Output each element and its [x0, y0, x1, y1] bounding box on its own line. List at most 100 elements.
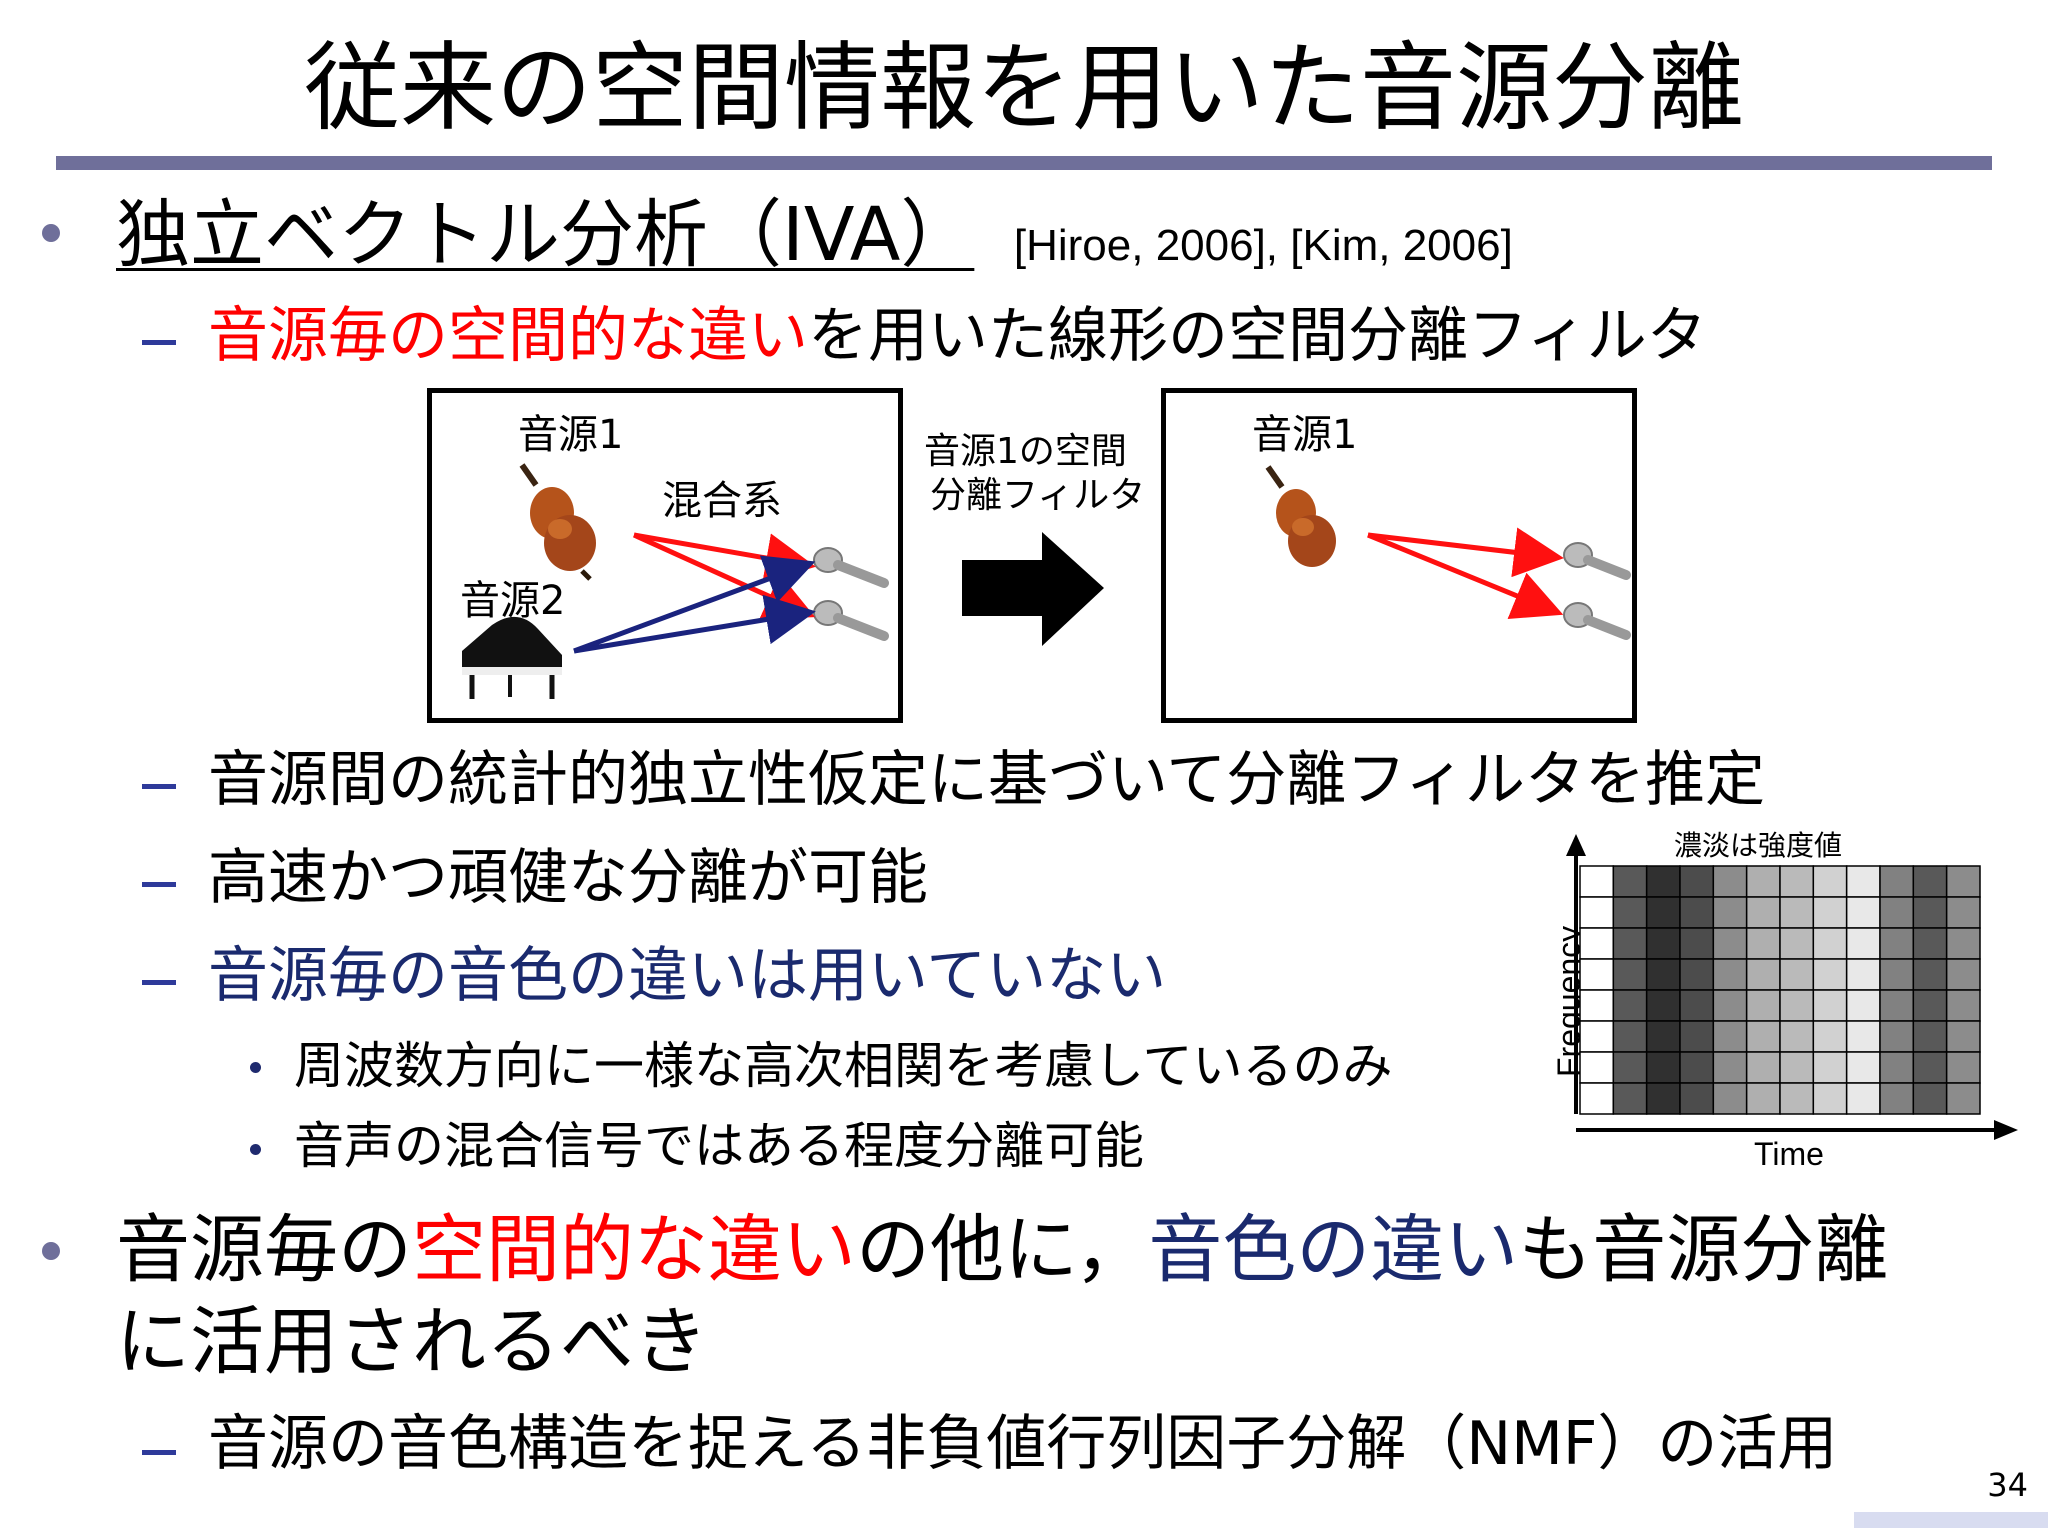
spectrogram-cell: [1679, 1051, 1715, 1084]
spectrogram-cell: [1679, 865, 1715, 898]
filter-label-line2: 分離フィルタ: [930, 475, 1146, 516]
spectrogram-cell: [1812, 958, 1848, 991]
spectrogram-cell: [1879, 958, 1915, 991]
spectrogram-cell: [1579, 1082, 1615, 1115]
spectrogram-cell: [1712, 927, 1748, 960]
spectrogram-cell: [1845, 1082, 1881, 1115]
right-arrow-icon: [962, 532, 1104, 646]
spectrogram-cell: [1612, 958, 1648, 991]
spatial-difference-red: 音源毎の空間的な違い: [208, 301, 808, 371]
spectrogram-cell: [1845, 989, 1881, 1022]
separated-panel: 音源1: [1161, 388, 1637, 723]
spectrogram-cell: [1912, 927, 1948, 960]
spectrogram-cell: [1879, 1051, 1915, 1084]
spectrogram-cell: [1712, 958, 1748, 991]
page-footer-bar: [1854, 1512, 2048, 1528]
spectrogram-cell: [1579, 896, 1615, 929]
source1-label: 音源1: [518, 412, 624, 458]
spectrogram-cell: [1579, 989, 1615, 1022]
time-axis-label: Time: [1754, 1136, 1824, 1172]
spectrogram-cell: [1879, 927, 1915, 960]
spectrogram-title: 濃淡は強度値: [1674, 829, 1843, 862]
microphone-icon: [1563, 542, 1631, 580]
spectrogram-cell: [1745, 989, 1781, 1022]
spectrogram-cell: [1779, 958, 1815, 991]
spectrogram-cell: [1612, 1082, 1648, 1115]
spectrogram-cell: [1845, 1020, 1881, 1053]
spectrogram-cell: [1612, 927, 1648, 960]
spectrogram-cell: [1879, 865, 1915, 898]
spectrogram-cell: [1712, 1020, 1748, 1053]
sub2: 音源間の統計的独立性仮定に基づいて分離フィルタを推定: [208, 745, 1765, 815]
violin-icon: [519, 463, 596, 581]
small-bullet-dot: [250, 1144, 261, 1155]
spectrogram-cell: [1679, 927, 1715, 960]
spectrogram-cell: [1812, 989, 1848, 1022]
bullet2-p3: の他に，: [856, 1207, 1149, 1293]
sub4-navy: 音源毎の音色の違いは用いていない: [208, 941, 1167, 1011]
spectrogram-cell: [1745, 1020, 1781, 1053]
bullet2-line1: 音源毎の空間的な違いの他に，音色の違いも音源分離: [116, 1206, 1888, 1294]
page-number: 34: [1987, 1466, 2028, 1504]
subsub2: 音声の混合信号ではある程度分離可能: [294, 1117, 1144, 1175]
spectrogram-cell: [1745, 1082, 1781, 1115]
red-arrow: [633, 532, 816, 583]
mixing-label: 混合系: [662, 478, 782, 524]
spectrogram-cell: [1579, 958, 1615, 991]
spectrogram-cell: [1679, 1082, 1715, 1115]
spectrogram-cell: [1645, 1051, 1681, 1084]
spectrogram-cell: [1912, 1082, 1948, 1115]
spectrogram-cell: [1779, 989, 1815, 1022]
microphone-icon: [813, 547, 889, 588]
spectrogram-cell: [1912, 1020, 1948, 1053]
spectrogram-cell: [1845, 958, 1881, 991]
bullet2-sub1: 音源の音色構造を捉える非負値行列因子分解（NMF）の活用: [208, 1409, 1838, 1479]
sub1-line: 音源毎の空間的な違いを用いた線形の空間分離フィルタ: [208, 300, 1707, 372]
spectrogram-cell: [1779, 1020, 1815, 1053]
bullet1-heading-line: 独立ベクトル分析（IVA） [Hiroe, 2006], [Kim, 2006]: [116, 192, 1513, 289]
microphone-icon: [813, 600, 889, 641]
filter-label-line1: 音源1の空間: [924, 431, 1127, 472]
dash: [142, 1450, 176, 1455]
spectrogram-cell: [1879, 989, 1915, 1022]
spectrogram-cell: [1879, 1020, 1915, 1053]
piano-icon: [462, 616, 562, 699]
title-underline: [56, 156, 1992, 170]
spectrogram-cell: [1812, 896, 1848, 929]
spectrogram-cell: [1745, 1051, 1781, 1084]
spectrogram-cell: [1745, 958, 1781, 991]
spectrogram-cell: [1812, 1020, 1848, 1053]
spectrogram-cell: [1645, 865, 1681, 898]
spectrogram-cell: [1745, 927, 1781, 960]
sub3: 高速かつ頑健な分離が可能: [208, 843, 928, 913]
spectrogram-figure: 濃淡は強度値 Frequency Time: [1520, 820, 2020, 1180]
dash: [142, 340, 176, 345]
mixing-panel: 音源1 混合系 音源2: [427, 388, 903, 723]
spectrogram-cell: [1679, 958, 1715, 991]
spectrogram-cell: [1945, 896, 1981, 929]
bullet2-line2: に活用されるべき: [116, 1299, 708, 1385]
spectrogram-cell: [1679, 896, 1715, 929]
spectrogram-cell: [1612, 1020, 1648, 1053]
spectrogram-cell: [1812, 1051, 1848, 1084]
spectrogram-cell: [1912, 989, 1948, 1022]
spectrogram-cell: [1612, 989, 1648, 1022]
spectrogram-cell: [1845, 896, 1881, 929]
separated-source1-label: 音源1: [1252, 412, 1358, 458]
iva-heading: 独立ベクトル分析（IVA）: [116, 192, 975, 278]
spectrogram-cell: [1945, 1020, 1981, 1053]
bullet2-p5: も音源分離: [1518, 1207, 1889, 1293]
spectrogram-cell: [1579, 865, 1615, 898]
spectrogram-cell: [1612, 896, 1648, 929]
spectrogram-cell: [1912, 865, 1948, 898]
spectrogram-cell: [1679, 989, 1715, 1022]
sub1-rest: を用いた線形の空間分離フィルタ: [808, 301, 1707, 371]
bullet2-spatial-red: 空間的な違い: [412, 1207, 856, 1293]
bullet2-p1: 音源毎の: [116, 1207, 412, 1293]
dash: [142, 784, 176, 789]
spectrogram-cell: [1745, 896, 1781, 929]
spectrogram-cell: [1645, 989, 1681, 1022]
spectrogram-cell: [1645, 1082, 1681, 1115]
spectrogram-cell: [1779, 1051, 1815, 1084]
spectrogram-cell: [1679, 1020, 1715, 1053]
